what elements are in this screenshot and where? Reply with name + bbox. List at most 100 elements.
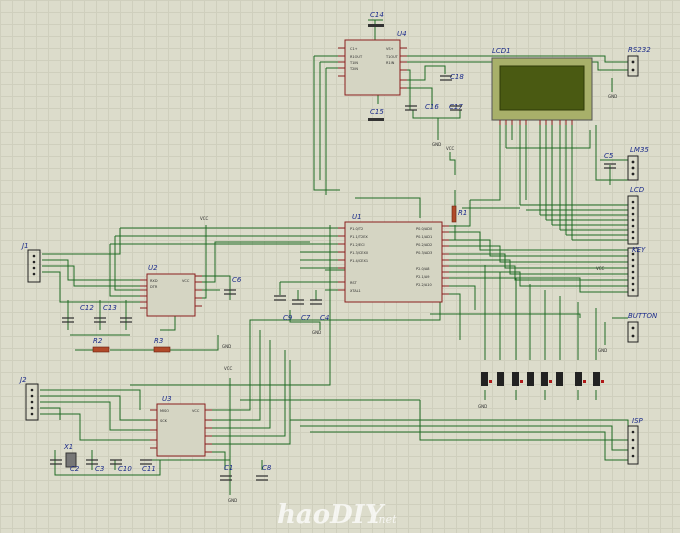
j1-connector	[27, 249, 41, 283]
r3-label: R3	[154, 337, 163, 345]
svg-text:P0.3/AD3: P0.3/AD3	[416, 251, 432, 255]
c5-symbol	[604, 163, 616, 169]
svg-text:XTAL1: XTAL1	[350, 289, 361, 293]
r3-symbol	[153, 346, 171, 353]
svg-text:P0.2/AD2: P0.2/AD2	[416, 243, 432, 247]
svg-text:P2.0/A8: P2.0/A8	[416, 267, 429, 271]
gnd-button: GND	[598, 348, 607, 353]
svg-text:VCC: VCC	[192, 409, 200, 413]
c6-symbol	[224, 289, 236, 295]
gnd-buttons: GND	[478, 404, 487, 409]
j2-label: J2	[18, 376, 27, 384]
c14-symbol	[368, 24, 384, 27]
lcd-connector	[627, 195, 639, 245]
c9-c7-c4-symbols	[274, 295, 322, 305]
isp-label: ISP	[632, 417, 644, 425]
lcd-connector-label: LCD	[630, 186, 645, 194]
vcc-u2: VCC	[200, 216, 209, 221]
c17-label: C17	[449, 103, 463, 111]
c7-label: C7	[301, 314, 311, 322]
c8-label: C8	[262, 464, 272, 472]
button-label: BUTTON	[628, 312, 658, 320]
svg-text:T2IN: T2IN	[349, 67, 358, 71]
c18-symbol	[440, 75, 452, 81]
svg-text:.net: .net	[375, 513, 397, 526]
c1-c8-symbols	[220, 475, 268, 481]
svg-text:P2.1/A9: P2.1/A9	[416, 275, 429, 279]
j1-label: J1	[20, 242, 29, 250]
svg-text:P1.1/T2EX: P1.1/T2EX	[350, 235, 368, 239]
wires	[40, 19, 629, 495]
lm35-connector	[627, 155, 639, 181]
u3-label: U3	[162, 395, 172, 403]
gnd-u2: GND	[222, 344, 231, 349]
lcd1-label: LCD1	[492, 47, 511, 55]
gnd-rs232: GND	[608, 94, 617, 99]
c15-label: C15	[370, 108, 384, 116]
c18-label: C18	[450, 73, 464, 81]
svg-text:RXD: RXD	[150, 279, 158, 283]
c16-c17-symbols	[405, 105, 462, 111]
c13-label: C13	[103, 304, 117, 312]
svg-text:P2.2/A10: P2.2/A10	[416, 283, 432, 287]
svg-text:T1OUT: T1OUT	[385, 55, 399, 59]
u1-label: U1	[352, 213, 362, 221]
rs232-connector	[627, 55, 639, 77]
svg-text:P1.2/ECI: P1.2/ECI	[350, 243, 365, 247]
svg-text:SCK: SCK	[160, 419, 168, 423]
u4-label: U4	[397, 30, 407, 38]
isp-connector	[627, 425, 639, 465]
rs232-label: RS232	[628, 46, 651, 54]
svg-text:VCC: VCC	[182, 279, 190, 283]
svg-text:P0.0/AD0: P0.0/AD0	[416, 227, 432, 231]
svg-text:C1+: C1+	[350, 47, 358, 51]
x1-crystal	[65, 452, 77, 468]
c4-label: C4	[320, 314, 329, 322]
svg-text:RST: RST	[350, 281, 358, 285]
key-connector	[627, 247, 639, 297]
c10-label: C10	[118, 465, 132, 473]
vcc-u3: VCC	[224, 366, 233, 371]
vcc-u1-wire	[449, 152, 456, 175]
crystal-caps-symbols	[50, 459, 152, 465]
lcd1-module	[491, 57, 593, 125]
button-connector	[627, 321, 639, 343]
x1-label: X1	[63, 443, 73, 451]
svg-text:P1.4/CEX1: P1.4/CEX1	[350, 259, 368, 263]
c12-c13-symbols	[62, 317, 132, 323]
j2-connector	[25, 383, 39, 421]
c11-label: C11	[142, 465, 156, 473]
svg-text:R1IN: R1IN	[386, 61, 395, 65]
c2-label: C2	[70, 465, 80, 473]
r2-symbol	[92, 346, 110, 353]
svg-text:P1.0/T2: P1.0/T2	[350, 227, 363, 231]
vcc-button: VCC	[596, 266, 605, 271]
c12-label: C12	[80, 304, 94, 312]
r1-label: R1	[458, 209, 467, 217]
key-label: KEY	[632, 246, 646, 254]
r1-symbol	[451, 205, 457, 223]
c14-label: C14	[370, 11, 384, 19]
vcc-u1: VCC	[446, 146, 455, 151]
svg-text:DTR: DTR	[150, 285, 158, 289]
r2-label: R2	[93, 337, 103, 345]
c16-label: C16	[425, 103, 439, 111]
svg-text:P1.3/CEX0: P1.3/CEX0	[350, 251, 368, 255]
c6-label: C6	[232, 276, 242, 284]
svg-text:R1OUT: R1OUT	[350, 55, 363, 59]
svg-text:haoDIY: haoDIY	[277, 500, 386, 530]
svg-text:T1IN: T1IN	[349, 61, 358, 65]
watermark: haoDIY .net	[277, 500, 397, 530]
u4-chip: C1+ R1OUT T1IN T2IN VS+ T1OUT R1IN	[338, 39, 407, 96]
c5-label: C5	[604, 152, 614, 160]
c1-label: C1	[224, 464, 233, 472]
gnd-u1: GND	[312, 330, 321, 335]
c3-label: C3	[95, 465, 104, 473]
u2-chip: RXD DTR VCC	[140, 273, 202, 317]
u3-chip: MISO SCK VCC	[150, 403, 212, 457]
svg-text:VS+: VS+	[386, 47, 394, 51]
svg-text:MISO: MISO	[160, 409, 169, 413]
